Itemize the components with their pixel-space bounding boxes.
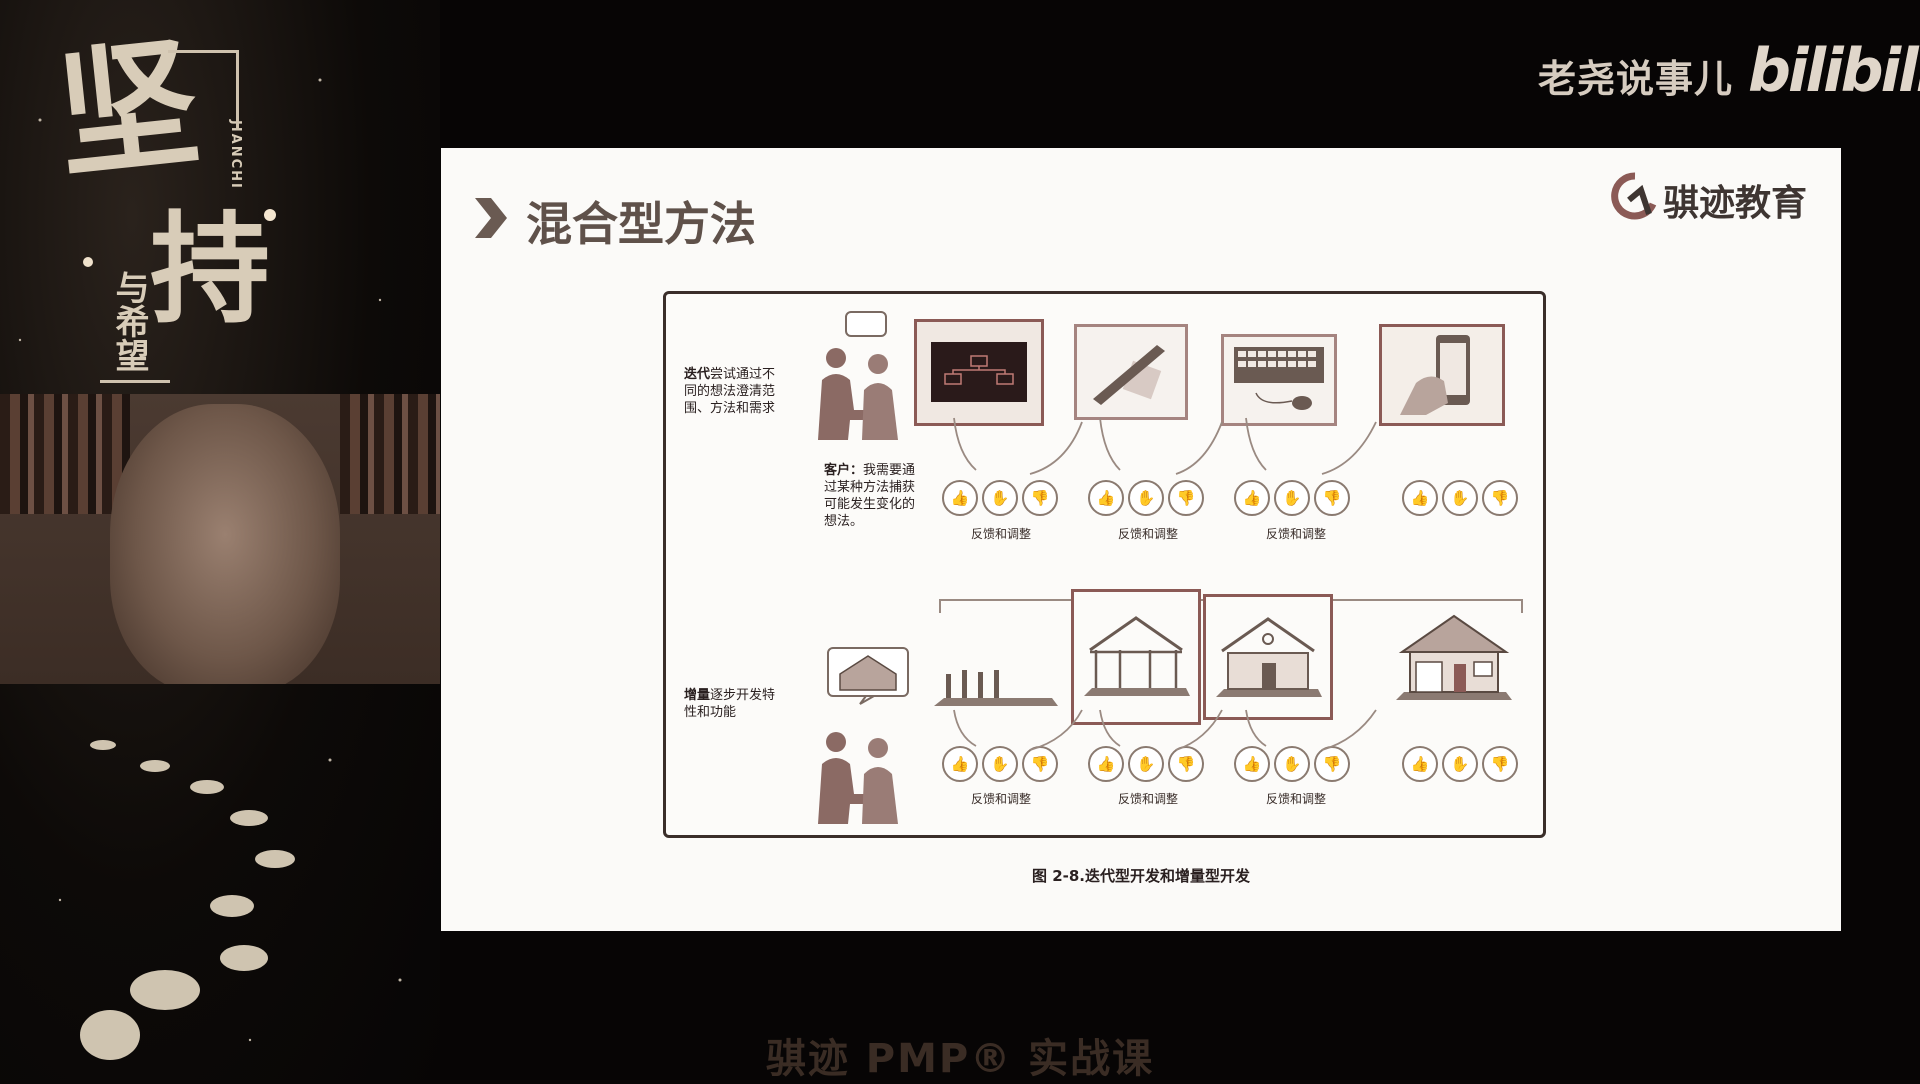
figure-caption: 图 2-8.迭代型开发和增量型开发: [1031, 867, 1251, 885]
calligraphy-latin: JIANCHI: [228, 120, 243, 190]
brand-name: 骐迹教育: [1663, 183, 1808, 224]
iteration-frame-3: [1221, 334, 1337, 426]
thumbs-down-icon: 👎: [1314, 480, 1350, 516]
iterative-description: 迭代尝试通过不同的想法澄清范围、方法和需求: [684, 366, 780, 417]
chevron-right-icon: [475, 198, 507, 238]
thumbs-up-icon: 👍: [1088, 480, 1124, 516]
people-discussion-icon-2: [818, 732, 898, 824]
incremental-label-bold: 增量: [684, 688, 711, 703]
thumbs-up-icon: 👍: [942, 746, 978, 782]
calligraphy-subtitle: 与希望: [109, 270, 149, 372]
neutral-hand-icon: ✋: [1442, 746, 1478, 782]
house-framing-icon: [1084, 616, 1190, 696]
slide-title: 混合型方法: [526, 197, 756, 251]
starfield: [18, 78, 402, 1042]
customer-label-bold: 客户：: [824, 463, 864, 478]
incremental-description: 增量逐步开发特性和功能: [684, 687, 780, 721]
channel-name: 老尧说事儿: [1538, 57, 1734, 101]
iterative-flow-arrows: [953, 417, 1377, 475]
thumbs-down-icon: 👎: [1482, 480, 1518, 516]
decor-line-bottom: [100, 380, 170, 383]
footprints-decor: [60, 720, 420, 1060]
increment-frame-3: [1203, 594, 1333, 720]
neutral-hand-icon: ✋: [1274, 480, 1310, 516]
feedback-label-5: 反馈和调整: [1118, 792, 1179, 806]
people-discussion-icon: [818, 311, 898, 440]
thumbs-up-icon: 👍: [1088, 746, 1124, 782]
incremental-flow-arrows: [953, 709, 1377, 751]
thumbs-up-icon: 👍: [1234, 746, 1270, 782]
pen-drawing-icon: [1093, 345, 1165, 405]
feedback-icons-7: 👍 ✋ 👎: [1234, 746, 1350, 782]
keyboard-mouse-icon: [1234, 347, 1324, 410]
calligraphy-char-1: 坚: [49, 21, 207, 199]
increment-frame-2: [1071, 589, 1201, 725]
thumbs-up-icon: 👍: [1402, 746, 1438, 782]
iteration-frame-4: [1379, 324, 1505, 426]
brand-logo-icon: [1611, 172, 1657, 220]
thumbs-down-icon: 👎: [1314, 746, 1350, 782]
neutral-hand-icon: ✋: [982, 746, 1018, 782]
feedback-icons-1: 👍 ✋ 👎: [942, 480, 1058, 516]
feedback-label-3: 反馈和调整: [1266, 527, 1327, 541]
neutral-hand-icon: ✋: [1128, 746, 1164, 782]
decor-line-top: [168, 50, 238, 53]
thumbs-down-icon: 👎: [1168, 746, 1204, 782]
calligraphy-char-2: 持: [150, 199, 270, 340]
house-bubble-icon: [827, 647, 909, 705]
left-decor-panel: 坚 持 与希望 JIANCHI: [0, 0, 440, 1080]
customer-quote-text: 我需要通过某种方法捕获可能发生变化的想法。: [824, 463, 916, 529]
feedback-icons-4: 👍 ✋ 👎: [1402, 480, 1518, 516]
feedback-icons-3: 👍 ✋ 👎: [1234, 480, 1350, 516]
bookshelf-left: [0, 394, 130, 514]
feedback-label-2: 反馈和调整: [1118, 527, 1179, 541]
bookshelf-right: [340, 394, 440, 514]
decor-line-right: [236, 50, 239, 130]
thumbs-up-icon: 👍: [942, 480, 978, 516]
feedback-label-6: 反馈和调整: [1266, 792, 1327, 806]
feedback-icons-2: 👍 ✋ 👎: [1088, 480, 1204, 516]
figure-iterative-incremental: 迭代尝试通过不同的想法澄清范围、方法和需求 客户：我需要通过某种方法捕获可能发生…: [663, 291, 1546, 838]
neutral-hand-icon: ✋: [1442, 480, 1478, 516]
house-partial-icon: [1216, 617, 1322, 697]
iteration-frame-2: [1074, 324, 1188, 420]
thumbs-up-icon: 👍: [1234, 480, 1270, 516]
feedback-icons-8: 👍 ✋ 👎: [1402, 746, 1518, 782]
presentation-slide: 混合型方法 骐迹教育 迭代尝试通过不同的想法澄清范围、方法和需求 客户：我需要通…: [441, 148, 1841, 931]
diagram-sketch-icon: [944, 355, 1014, 385]
bilibili-logo: bilibili: [1748, 36, 1920, 106]
feedback-label-4: 反馈和调整: [971, 792, 1032, 806]
feedback-icons-5: 👍 ✋ 👎: [942, 746, 1058, 782]
thumbs-down-icon: 👎: [1168, 480, 1204, 516]
house-foundation-icon: [934, 670, 1058, 706]
presenter-face: [110, 404, 340, 684]
customer-quote: 客户：我需要通过某种方法捕获可能发生变化的想法。: [824, 462, 920, 530]
house-complete-icon: [1396, 614, 1512, 700]
webcam-feed: [0, 394, 440, 684]
thumbs-down-icon: 👎: [1022, 480, 1058, 516]
iterative-label-bold: 迭代: [684, 367, 711, 382]
iterative-label-rest: 尝试通过不同的想法澄清范围、方法和需求: [684, 367, 776, 416]
neutral-hand-icon: ✋: [1274, 746, 1310, 782]
neutral-hand-icon: ✋: [982, 480, 1018, 516]
neutral-hand-icon: ✋: [1128, 480, 1164, 516]
incremental-label-rest: 逐步开发特性和功能: [684, 688, 776, 720]
iteration-frame-1: [914, 319, 1044, 426]
feedback-icons-6: 👍 ✋ 👎: [1088, 746, 1204, 782]
hand-phone-icon: [1400, 335, 1470, 415]
feedback-label-1: 反馈和调整: [971, 527, 1032, 541]
thumbs-down-icon: 👎: [1482, 746, 1518, 782]
course-title: 骐迹 PMP® 实战课: [765, 1036, 1155, 1082]
thumbs-up-icon: 👍: [1402, 480, 1438, 516]
